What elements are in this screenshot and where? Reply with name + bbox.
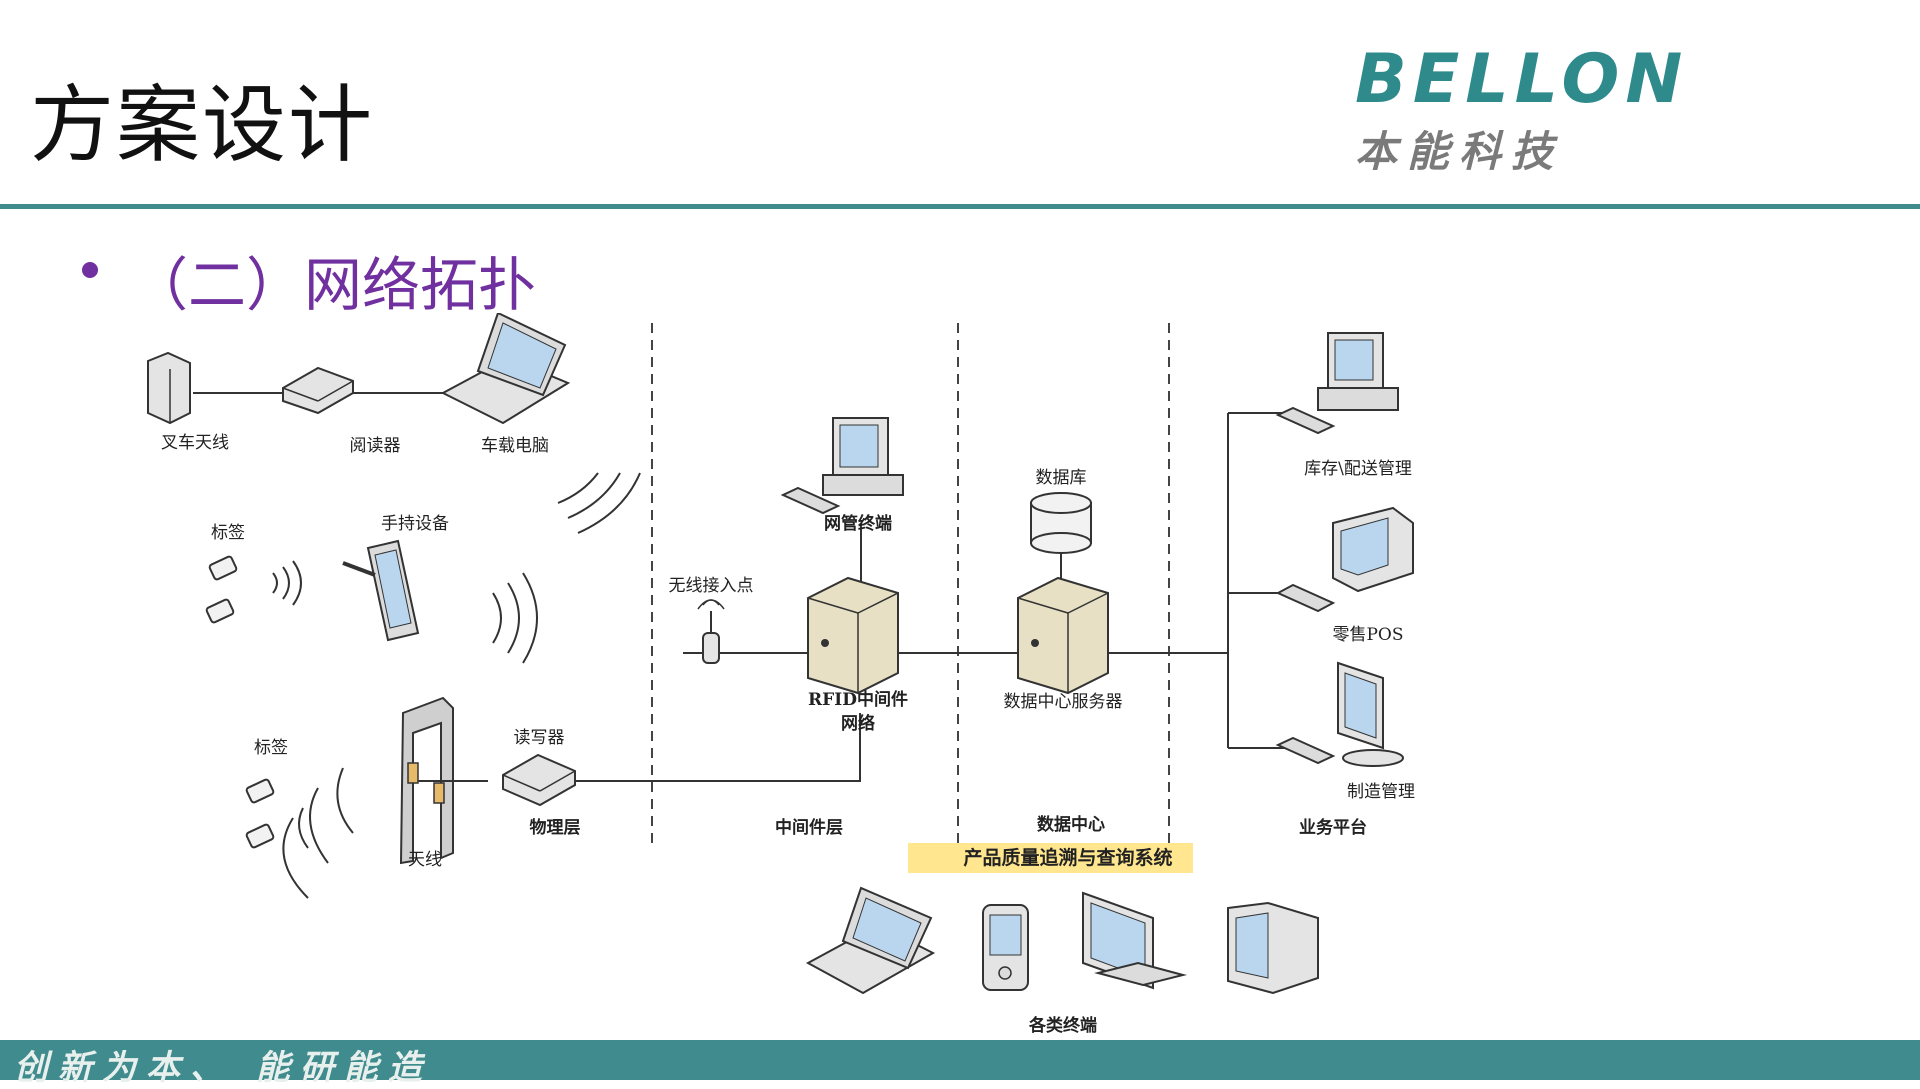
label-handheld: 手持设备 — [381, 514, 449, 534]
label-physical-layer: 物理层 — [530, 817, 581, 838]
wireless-ap-icon — [697, 599, 725, 664]
label-retail-pos: 零售POS — [1332, 625, 1403, 645]
section-heading: （二）网络拓扑 — [130, 251, 537, 319]
slide-title: 方案设计 — [30, 76, 375, 174]
signal-waves-icon — [272, 472, 641, 664]
read-write-reader-icon — [502, 753, 576, 807]
topology-svg: 叉车天线 阅读器 车载电脑 标签 手持设备 标签 天线 读写器 物理层 网管终端… — [147, 311, 1415, 1036]
reader-icon — [282, 366, 354, 415]
retail-pos-icon — [1275, 506, 1414, 613]
label-database: 数据库 — [1036, 468, 1087, 488]
antenna-waves-icon — [282, 767, 354, 899]
label-reader: 阅读器 — [350, 436, 401, 456]
rfid-middleware-server-icon — [807, 576, 899, 695]
label-wireless-ap: 无线接入点 — [669, 576, 754, 596]
footer-bar: 创新为本、 能研能造 — [0, 1040, 1920, 1088]
data-center-server-icon — [1017, 576, 1109, 695]
label-data-center: 数据中心 — [1037, 814, 1105, 835]
label-read-write-reader: 读写器 — [514, 728, 565, 748]
header-divider — [0, 204, 1920, 209]
footer-slogan: 创新为本、 能研能造 — [14, 1048, 432, 1088]
vehicle-pc-laptop-icon — [440, 311, 571, 425]
manufacturing-pc-icon — [1275, 661, 1404, 767]
layer-dividers — [651, 323, 1170, 843]
label-terminals: 各类终端 — [1028, 1015, 1097, 1033]
label-vehicle-pc: 车载电脑 — [481, 436, 549, 456]
slide-header: 方案设计 BELLON 本能科技 — [0, 0, 1920, 205]
terminal-crt-icon — [1227, 901, 1319, 995]
terminal-monitor-icon — [1082, 891, 1187, 990]
nms-terminal-icon — [780, 417, 904, 515]
terminal-laptop-icon — [805, 886, 936, 995]
label-system-banner: 产品质量追溯与查询系统 — [963, 846, 1172, 869]
diagram-labels: 叉车天线 阅读器 车载电脑 标签 手持设备 标签 天线 读写器 物理层 网管终端… — [161, 433, 1415, 1036]
forklift-antenna-icon — [147, 351, 191, 425]
network-topology-diagram: 叉车天线 阅读器 车载电脑 标签 手持设备 标签 天线 读写器 物理层 网管终端… — [143, 311, 1428, 1036]
logo-chinese-name: 本能科技 — [1355, 127, 1564, 176]
label-tag-2: 标签 — [254, 738, 288, 758]
label-antenna: 天线 — [408, 850, 442, 870]
label-tag-1: 标签 — [211, 523, 245, 543]
terminal-pda-icon — [982, 904, 1029, 991]
label-inventory-mgmt: 库存\配送管理 — [1304, 459, 1412, 479]
label-manufacturing-mgmt: 制造管理 — [1347, 782, 1415, 802]
company-logo: BELLON 本能科技 — [1355, 40, 1875, 176]
label-dc-server: 数据中心服务器 — [1004, 692, 1123, 712]
label-forklift-antenna: 叉车天线 — [161, 433, 229, 453]
bullet-icon — [82, 262, 98, 278]
label-middleware-layer: 中间件层 — [775, 817, 843, 838]
inventory-workstation-icon — [1275, 332, 1399, 435]
database-icon — [1030, 492, 1092, 554]
label-nms-terminal: 网管终端 — [824, 513, 892, 534]
tag-icons-group-1 — [205, 555, 238, 624]
handheld-device-icon — [342, 539, 420, 642]
logo-wordmark: BELLON — [1355, 40, 1689, 119]
label-rfid-middleware: RFID中间件 — [808, 689, 908, 710]
label-network: 网络 — [841, 713, 875, 734]
portal-antenna-icon — [399, 696, 488, 865]
system-banner-bg — [908, 843, 1193, 873]
label-business-platform: 业务平台 — [1299, 817, 1367, 838]
tag-icons-group-2 — [245, 778, 275, 849]
